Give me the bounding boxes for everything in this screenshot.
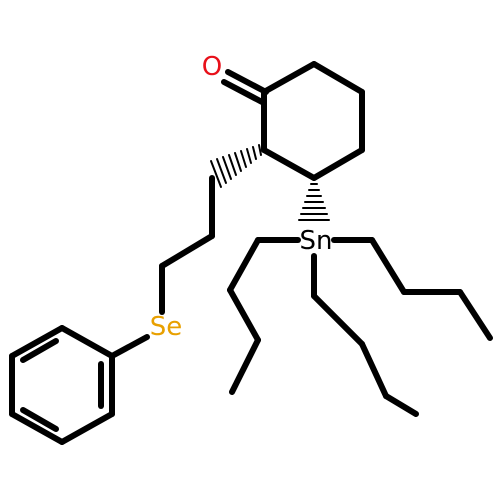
oxygen-atom-label: O bbox=[202, 52, 222, 82]
butyl-chain-2 bbox=[227, 237, 301, 395]
ring-bond-c1-c6 bbox=[261, 61, 317, 95]
ring-bond-c6-c5 bbox=[311, 61, 365, 95]
propyl-chain bbox=[159, 175, 215, 315]
selenium-atom-label: Se bbox=[150, 312, 183, 342]
butyl-chain-1 bbox=[331, 237, 493, 341]
tin-atom-label: Sn bbox=[300, 226, 333, 256]
ring-bond-c4-c3 bbox=[311, 147, 365, 181]
butyl-chain-3 bbox=[311, 253, 419, 417]
carbonyl-bond-line-1 bbox=[225, 69, 269, 95]
carbonyl-bond-line-2 bbox=[221, 79, 265, 105]
chain-bond-2 bbox=[159, 233, 215, 269]
cyclohexanone-ring bbox=[261, 61, 365, 181]
phenyl-ring bbox=[9, 325, 115, 445]
ring-bond-c3-c2 bbox=[261, 147, 317, 181]
hashed-wedge-c3-sn bbox=[298, 183, 330, 221]
carbonyl-double-bond bbox=[221, 69, 269, 105]
se-phenyl-bond bbox=[109, 334, 150, 359]
hashed-wedge-c2-chain bbox=[210, 144, 262, 188]
